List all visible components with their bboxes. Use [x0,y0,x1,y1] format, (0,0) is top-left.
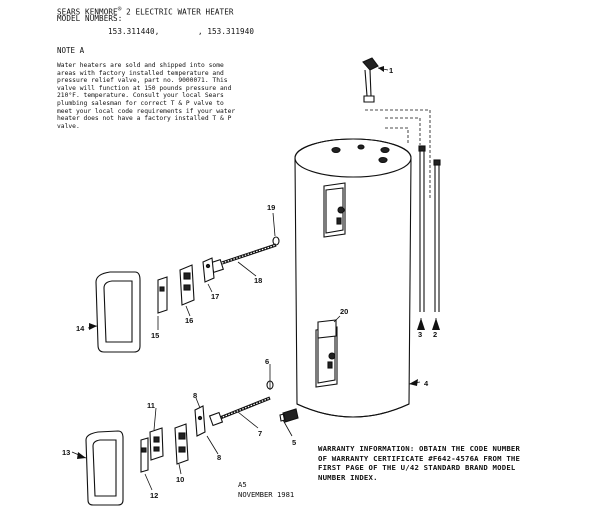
note-line: valve. [57,122,80,130]
arrow-head-14 [89,323,97,330]
registered-mark: ® [117,6,122,13]
note-line: pressure relief valve, part no. 9000071.… [57,77,228,85]
part-label-5: 5 [292,438,296,447]
arrow-head-3 [417,318,425,330]
part-label-14: 14 [76,324,85,333]
lower-thermostat-11 [149,427,164,461]
top-fitting-front [378,156,388,164]
lower-element-7 [208,396,271,427]
upper-access-cover-14 [95,271,141,353]
upper-insulation-15 [157,276,168,314]
part-label-2: 2 [433,330,437,339]
warranty-line: FIRST PAGE OF THE U/42 STANDARD BRAND MO… [318,463,516,473]
note-heading: NOTE A [57,46,85,55]
upper-thermostat-16 [179,264,195,306]
part-label-15: 15 [151,331,159,340]
tp-valve [362,57,379,103]
footer-code: A5 [238,480,247,489]
part-label-12: 12 [150,491,158,500]
warranty-line: WARRANTY INFORMATION: OBTAIN THE CODE NU… [318,444,521,453]
part-label-8b: 8 [217,453,221,462]
model-numbers-label: MODEL NUMBERS: [57,14,123,23]
tank-body [294,138,412,418]
arrow-head-13 [77,452,86,459]
part-label-18: 18 [254,276,262,285]
note-line: 210°F. temperature. Consult your local S… [57,92,224,100]
model-number-2: , 153.311940 [198,27,255,36]
drain-valve-5 [279,408,299,423]
lower-thermostat-10 [174,423,189,465]
part-label-16: 16 [185,316,193,325]
dip-tube-2 [433,159,441,312]
arrow-head-4 [409,379,418,386]
warranty-line: OF WARRANTY CERTIFICATE #F642-4576A FROM… [318,453,521,463]
title-brand: SEARS KENMORE [57,7,118,17]
note-line: areas with factory installed temperature… [57,69,224,77]
part-label-6: 6 [265,357,269,366]
lower-thermostat-bracket-8 [194,405,206,437]
title-product: 2 ELECTRIC WATER HEATER [121,7,234,17]
part-label-4: 4 [424,379,429,388]
warranty-information: WARRANTY INFORMATION: OBTAIN THE CODE NU… [318,444,520,482]
note-line: valve will function at 150 pounds pressu… [57,84,232,92]
lower-element-port [328,352,336,360]
note-line: Water heaters are sold and shipped into … [57,62,224,69]
part-label-1: 1 [389,66,393,75]
upper-element-port [337,206,345,214]
top-fitting-left [331,146,341,154]
part-label-3: 3 [418,330,422,339]
part-label-8a: 8 [193,391,197,400]
lower-insulation-12 [140,437,149,473]
arrow-head-2 [432,318,440,330]
arrow-head-1 [378,66,384,72]
part-label-7: 7 [258,429,262,438]
upper-element-18 [210,243,277,273]
lower-access-cover-13 [85,430,124,506]
footer: A5 NOVEMBER 1981 [238,480,294,499]
part-label-13: 13 [62,448,70,457]
pipe-guide-lines [365,109,431,200]
note-line: meet your local code requirements if you… [57,107,236,115]
part-label-11: 11 [147,401,155,410]
part-label-10: 10 [176,475,184,484]
part-label-17: 17 [211,292,219,301]
diagram-title: SEARS KENMORE® 2 ELECTRIC WATER HEATER [57,5,234,18]
upper-thermostat-17 [202,257,215,283]
top-fitting-center [357,144,365,150]
dip-tube-3 [418,145,426,312]
footer-date: NOVEMBER 1981 [238,489,295,499]
top-fitting-right [380,146,390,154]
warranty-line: NUMBER INDEX. [318,472,378,482]
model-number-1: 153.311440, [108,27,160,36]
part-labels: 1 2 3 4 5 6 7 8 8 10 11 12 13 14 15 16 1… [62,66,437,500]
note-body: Water heaters are sold and shipped into … [57,62,267,130]
part-label-20: 20 [340,307,348,316]
part-label-19: 19 [267,203,275,212]
note-line: heater does not have a factory installed… [57,115,232,123]
note-line: plumbing salesman for correct T & P valv… [57,99,224,107]
gasket-19 [272,236,280,246]
